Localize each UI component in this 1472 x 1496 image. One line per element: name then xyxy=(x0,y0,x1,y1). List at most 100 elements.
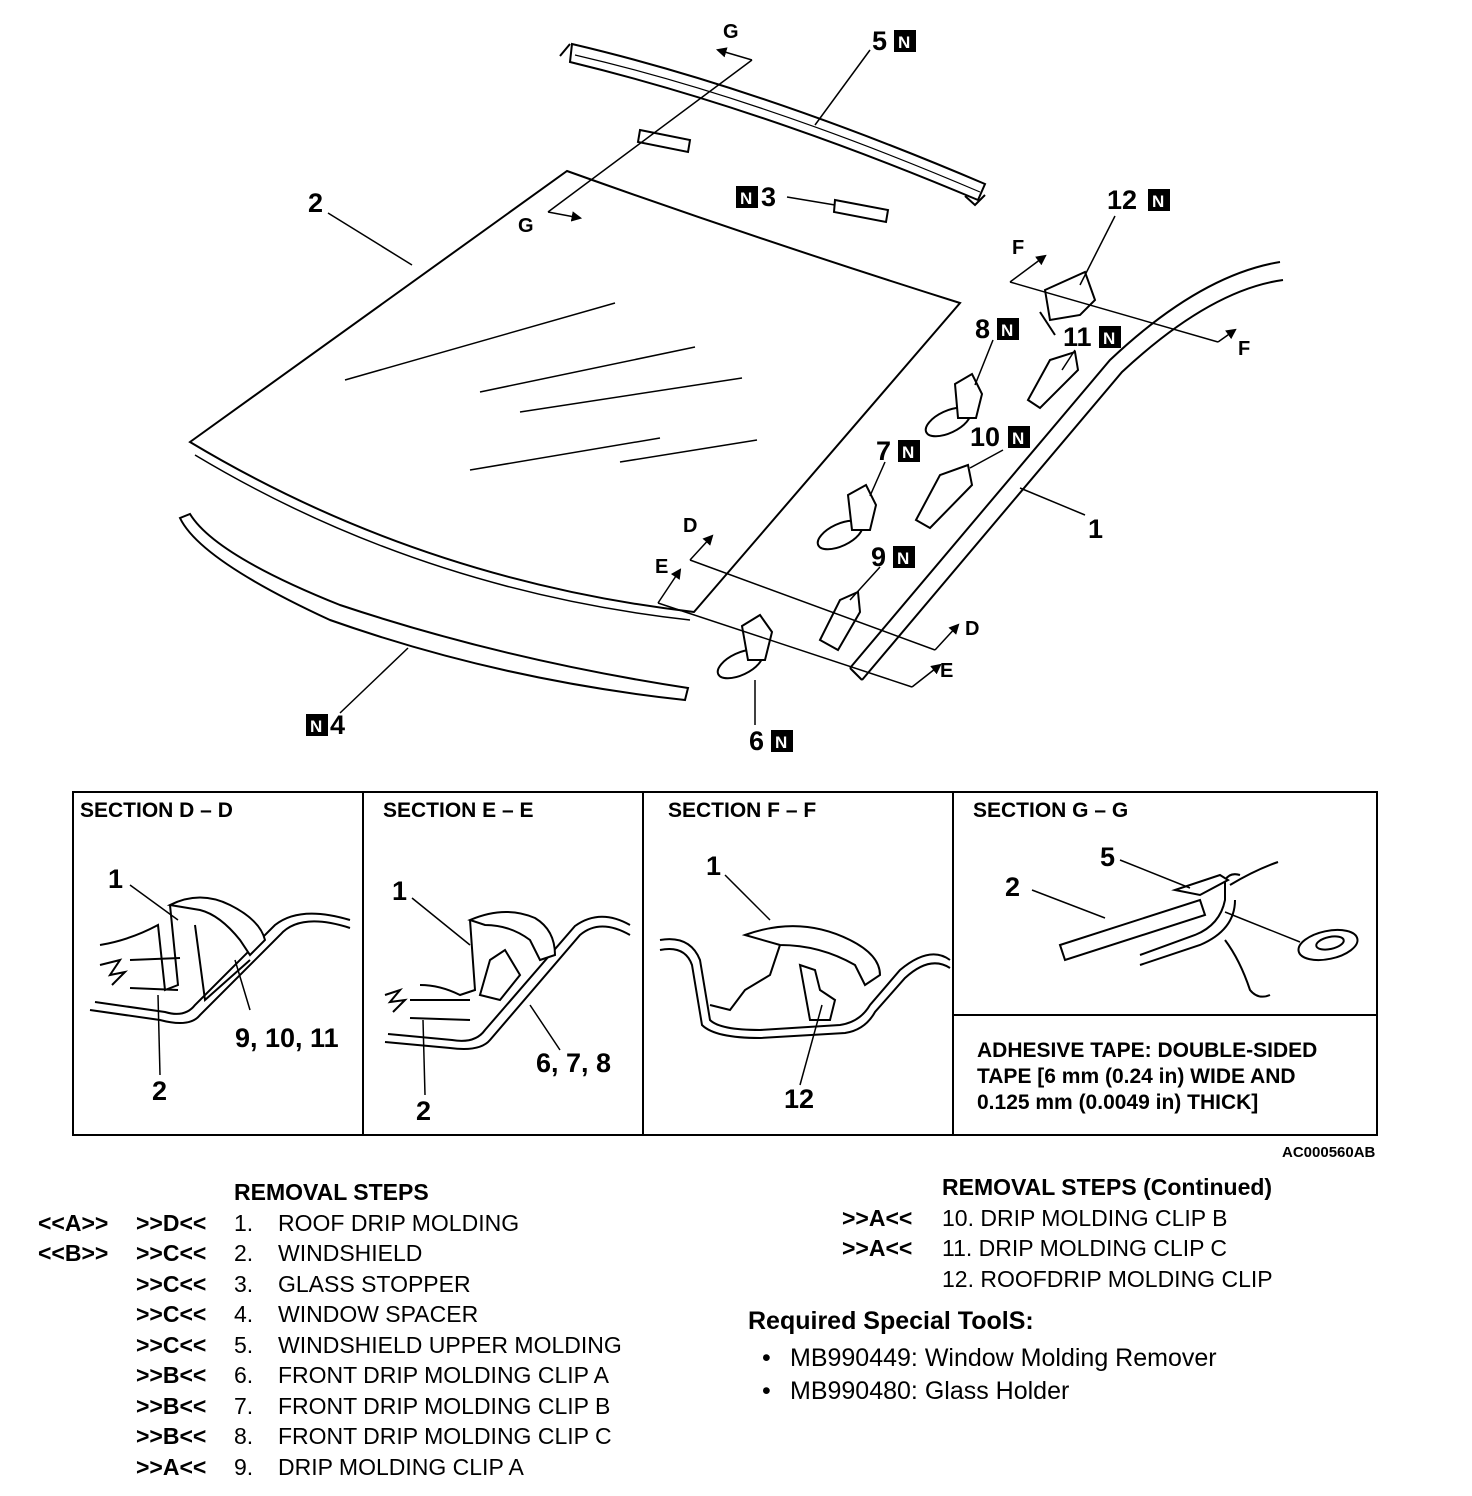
section-dd-label-3: 9, 10, 11 xyxy=(235,1023,339,1053)
section-gg-label-2: 5 xyxy=(1100,842,1115,872)
clip-6 xyxy=(716,613,774,680)
svg-text:ADHESIVE TAPE: DOUBLE-SIDED: ADHESIVE TAPE: DOUBLE-SIDED xyxy=(977,1039,1317,1062)
section-gg-label-1: 2 xyxy=(1005,872,1020,902)
step-label: WINDOW SPACER xyxy=(278,1301,479,1327)
tool-item: • MB990480: Glass Holder xyxy=(762,1377,1070,1405)
section-arrow-labels: G G F F D D E E xyxy=(518,21,1250,682)
section-dd-label-1: 1 xyxy=(108,864,123,894)
removal-steps-continued: REMOVAL STEPS (Continued) >>A<< 10. DRIP … xyxy=(842,1172,1273,1294)
svg-text:TAPE [6 mm (0.24 in) WIDE AND: TAPE [6 mm (0.24 in) WIDE AND xyxy=(977,1065,1296,1088)
clip-9 xyxy=(818,590,862,652)
section-ff-label-1: 1 xyxy=(706,851,721,881)
callout-8: 8 N xyxy=(975,314,1019,344)
section-ee-label-1: 1 xyxy=(392,876,407,906)
svg-text:N: N xyxy=(310,717,322,736)
removal-step: >>B<<6.FRONT DRIP MOLDING CLIP A xyxy=(38,1360,622,1391)
clip-10 xyxy=(914,463,974,530)
step-number: 9. xyxy=(234,1453,254,1480)
arrow-label-f-bottom: F xyxy=(1238,338,1250,360)
svg-text:N: N xyxy=(898,33,910,52)
removal-step: >>A<< 10. DRIP MOLDING CLIP B xyxy=(842,1203,1273,1234)
step-number: 1. xyxy=(234,1209,254,1236)
section-ee-title: SECTION E – E xyxy=(383,799,534,822)
arrow-label-e-left: E xyxy=(655,556,668,578)
svg-text:N: N xyxy=(1001,321,1013,340)
svg-text:11: 11 xyxy=(1063,322,1092,352)
step-number: 6. xyxy=(234,1362,254,1388)
step-mark-primary xyxy=(38,1330,136,1361)
step-mark-secondary: >>C<< xyxy=(136,1331,207,1358)
svg-text:N: N xyxy=(1152,192,1164,211)
section-ee: SECTION E – E 1 2 6, 7, 8 xyxy=(383,799,631,1126)
removal-steps-continued-title: REMOVAL STEPS (Continued) xyxy=(942,1174,1273,1200)
step-number: 8. xyxy=(234,1423,254,1449)
clip-7 xyxy=(816,483,878,551)
step-label: FRONT DRIP MOLDING CLIP C xyxy=(278,1423,612,1449)
step-mark-primary: <<B>> xyxy=(38,1240,109,1266)
window-spacer xyxy=(178,512,690,702)
callout-11: 11 N xyxy=(1063,322,1121,352)
section-dd: SECTION D – D 1 2 9, 10, 11 xyxy=(80,799,351,1106)
step-label: 12. ROOFDRIP MOLDING CLIP xyxy=(942,1265,1273,1292)
step-mark xyxy=(842,1264,942,1295)
arrow-label-f-top: F xyxy=(1012,237,1024,259)
step-mark: >>A<< xyxy=(842,1204,913,1231)
step-label: GLASS STOPPER xyxy=(278,1270,471,1297)
leader-lines xyxy=(327,49,1116,725)
removal-step: >>C<<4.WINDOW SPACER xyxy=(38,1299,622,1330)
section-dd-label-2: 2 xyxy=(152,1076,167,1106)
exploded-diagram: G G F F D D E E 5 N N 3 2 12 N 8 N 11 N … xyxy=(72,21,1378,1160)
svg-text:7: 7 xyxy=(876,436,891,466)
section-ff-label-2: 12 xyxy=(784,1084,814,1114)
roof-drip-molding xyxy=(849,261,1284,681)
step-mark-secondary: >>B<< xyxy=(136,1392,207,1419)
svg-text:8: 8 xyxy=(975,314,990,344)
removal-step: >>C<<5.WINDSHIELD UPPER MOLDING xyxy=(38,1330,622,1361)
windshield-upper-molding xyxy=(559,42,987,207)
step-mark-secondary: >>B<< xyxy=(136,1423,207,1449)
svg-text:6: 6 xyxy=(749,726,764,756)
step-mark-secondary: >>D<< xyxy=(136,1209,207,1236)
svg-text:N: N xyxy=(740,189,752,208)
callout-7: 7 N xyxy=(876,436,920,466)
removal-step: >>B<<7.FRONT DRIP MOLDING CLIP B xyxy=(38,1391,622,1422)
callout-4: N 4 xyxy=(306,710,345,740)
step-label: 10. DRIP MOLDING CLIP B xyxy=(942,1204,1228,1231)
step-mark-secondary: >>C<< xyxy=(136,1301,207,1327)
section-ee-label-2: 2 xyxy=(416,1096,431,1126)
section-cut-lines xyxy=(547,47,1237,688)
special-tools: Required Special ToolS: • MB990449: Wind… xyxy=(748,1307,1217,1408)
arrow-label-d-right: D xyxy=(965,618,979,640)
special-tools-title: Required Special ToolS: xyxy=(748,1307,1034,1335)
svg-text:12: 12 xyxy=(1107,185,1137,215)
svg-text:3: 3 xyxy=(761,182,776,212)
step-mark-primary xyxy=(38,1391,136,1422)
step-number: 7. xyxy=(234,1392,254,1419)
arrow-label-g-bottom: G xyxy=(518,215,534,237)
step-mark-primary xyxy=(38,1299,136,1330)
svg-text:1: 1 xyxy=(1088,514,1103,544)
step-label: DRIP MOLDING CLIP A xyxy=(278,1453,524,1480)
callout-10: 10 N xyxy=(970,422,1030,452)
svg-text:N: N xyxy=(775,733,787,752)
removal-step: >>B<< 8. FRONT DRIP MOLDING CLIP C xyxy=(38,1421,622,1452)
step-mark-secondary: >>B<< xyxy=(136,1362,207,1388)
section-ee-label-3: 6, 7, 8 xyxy=(536,1048,611,1078)
step-label: WINDSHIELD xyxy=(278,1240,423,1266)
step-mark-primary xyxy=(38,1421,136,1452)
step-label: ROOF DRIP MOLDING xyxy=(278,1209,520,1236)
figure-id: AC000560AB xyxy=(1282,1144,1376,1160)
arrow-label-g-top: G xyxy=(723,21,739,43)
glass-stopper-upper xyxy=(636,128,692,154)
svg-text:9: 9 xyxy=(871,542,886,572)
callout-9: 9 N xyxy=(871,542,915,572)
step-mark-primary xyxy=(38,1452,136,1483)
windshield-glass xyxy=(188,169,962,621)
removal-step: >>A<<9.DRIP MOLDING CLIP A xyxy=(38,1452,622,1483)
step-number: 2. xyxy=(234,1240,254,1266)
svg-text:N: N xyxy=(897,549,909,568)
removal-step: <<A>>>>D<<1.ROOF DRIP MOLDING xyxy=(38,1208,622,1239)
callout-12: 12 N xyxy=(1107,185,1170,215)
callout-3: N 3 xyxy=(736,182,776,212)
svg-text:2: 2 xyxy=(308,188,323,218)
